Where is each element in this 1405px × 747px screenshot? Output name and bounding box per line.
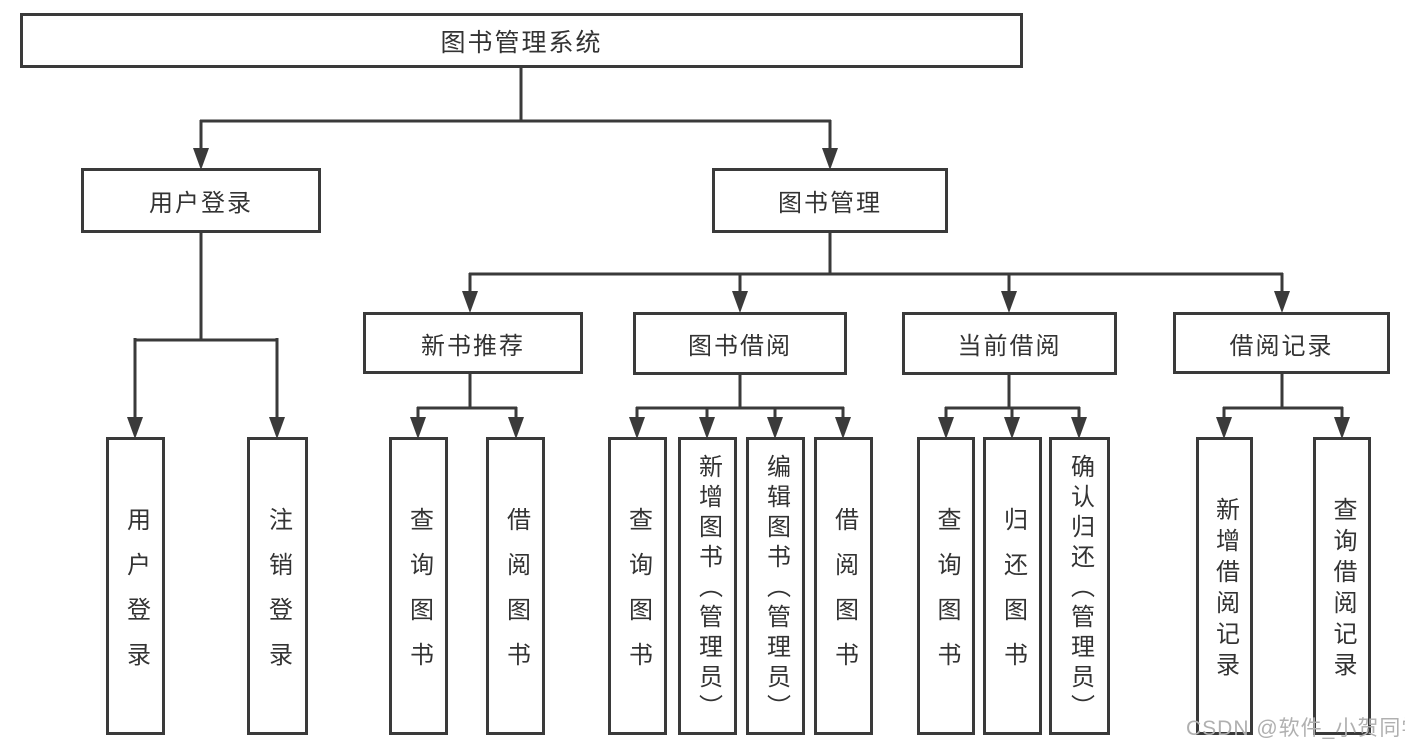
node-borrow-records: 借阅记录 [1173,312,1390,374]
arrowhead-icon [699,417,715,439]
leaf-label: 借阅图书 [830,506,858,687]
leaf-records-query-record: 查询借阅记录 [1313,437,1371,735]
leaf-label: 查询图书 [624,506,652,687]
leaf-current-query-books: 查询图书 [917,437,975,735]
leaf-label: 查询图书 [405,506,433,687]
csdn-watermark: CSDN @软件_小贺同学 [1186,717,1405,740]
arrowhead-icon [193,148,209,170]
node-new-book-recommend: 新书推荐 [363,312,583,374]
leaf-borrowing-edit-books-admin: 编辑图书（管理员） [746,437,805,735]
leaf-label: 查询借阅记录 [1329,496,1356,683]
leaf-newbook-borrow-books: 借阅图书 [486,437,545,735]
leaf-label: 借阅图书 [502,506,530,687]
leaf-newbook-query-books: 查询图书 [389,437,448,735]
arrowhead-icon [822,148,838,170]
leaf-borrowing-borrow-books: 借阅图书 [814,437,873,735]
arrowhead-icon [269,417,285,439]
arrowhead-icon [732,291,748,313]
node-library-system: 图书管理系统 [20,13,1023,68]
arrowhead-icon [767,417,783,439]
arrowhead-icon [127,417,143,439]
leaf-label: 确认归还（管理员） [1066,454,1094,724]
node-current-borrowing: 当前借阅 [902,312,1117,375]
leaf-label: 编辑图书（管理员） [762,454,790,724]
arrowhead-icon [462,291,478,313]
arrowhead-icon [938,417,954,439]
leaf-records-add-record: 新增借阅记录 [1196,437,1253,735]
leaf-label: 注销登录 [264,506,292,687]
leaf-label: 用户登录 [122,506,150,687]
arrowhead-icon [1001,291,1017,313]
arrowhead-icon [508,417,524,439]
arrowhead-icon [629,417,645,439]
leaf-user-login: 用户登录 [106,437,165,735]
leaf-current-confirm-return-admin: 确认归还（管理员） [1049,437,1110,735]
arrowhead-icon [410,417,426,439]
leaf-label: 归还图书 [999,506,1027,687]
leaf-borrowing-add-books-admin: 新增图书（管理员） [678,437,737,735]
arrowhead-icon [835,417,851,439]
arrowhead-icon [1216,417,1232,439]
leaf-label: 新增借阅记录 [1211,496,1239,683]
leaf-logout-login: 注销登录 [247,437,308,735]
leaf-borrowing-query-books: 查询图书 [608,437,667,735]
leaf-current-return-books: 归还图书 [983,437,1042,735]
arrowhead-icon [1334,417,1350,439]
arrowhead-icon [1004,417,1020,439]
arrowhead-icon [1071,417,1087,439]
node-book-management: 图书管理 [712,168,948,233]
node-book-borrowing: 图书借阅 [633,312,847,375]
arrowheads [127,148,1350,439]
arrowhead-icon [1274,291,1290,313]
leaf-label: 新增图书（管理员） [694,454,722,724]
node-user-login-branch: 用户登录 [81,168,321,233]
leaf-label: 查询图书 [933,506,960,687]
